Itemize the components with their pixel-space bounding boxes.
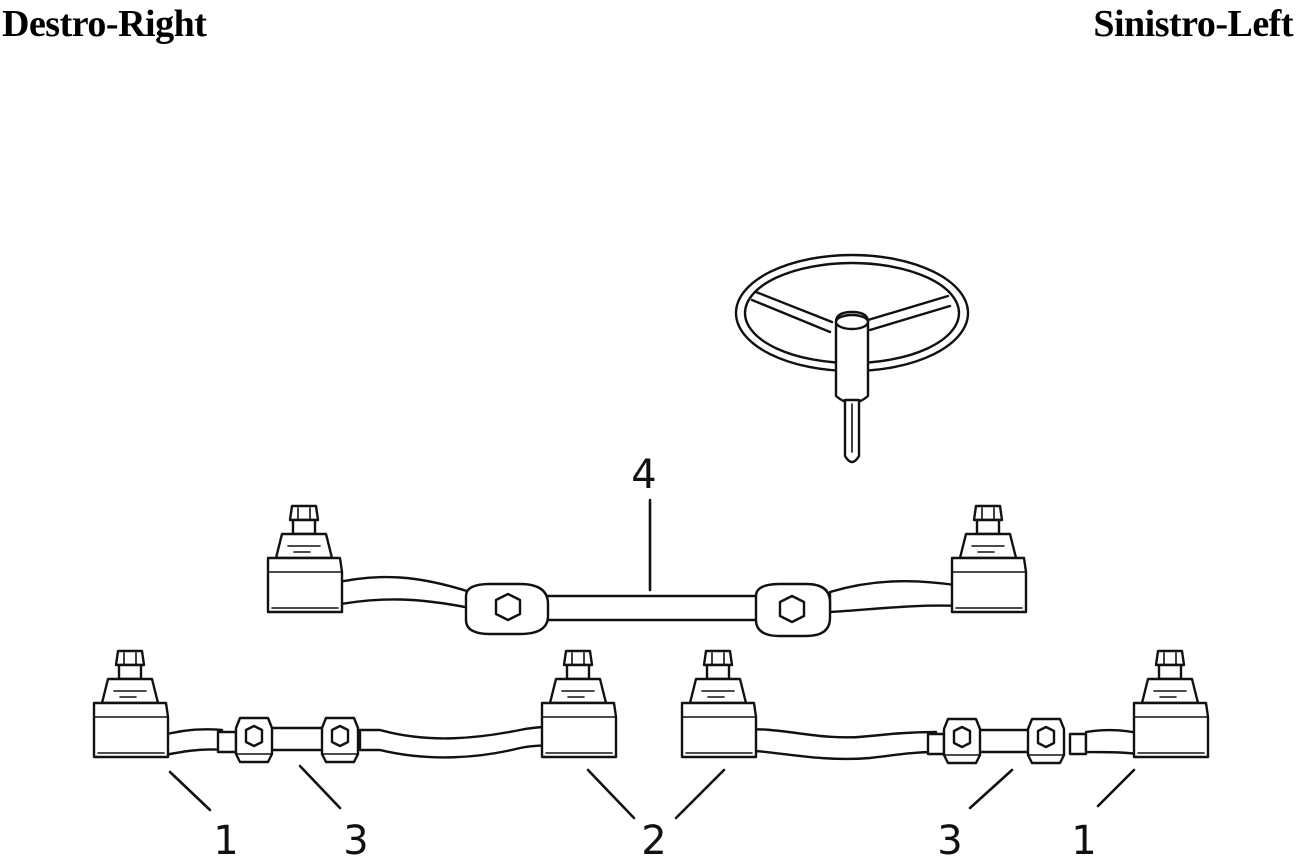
header-sinistro-left: Sinistro-Left: [1093, 3, 1293, 45]
steering-wheel-icon: [734, 253, 970, 464]
callout-leaders: [168, 498, 1136, 820]
callout-2: 2: [641, 818, 666, 860]
right-tie-rod-assembly: [92, 649, 618, 764]
header-destro-right: Destro-Right: [2, 3, 207, 45]
callout-1-right-side: 1: [213, 818, 238, 860]
callout-3-right-side: 3: [343, 818, 368, 860]
center-tie-rod-assembly: [266, 504, 1028, 638]
callout-1-left-side: 1: [1071, 818, 1096, 860]
callout-4: 4: [631, 452, 656, 498]
left-tie-rod-assembly: [680, 649, 1210, 765]
callout-3-left-side: 3: [937, 818, 962, 860]
